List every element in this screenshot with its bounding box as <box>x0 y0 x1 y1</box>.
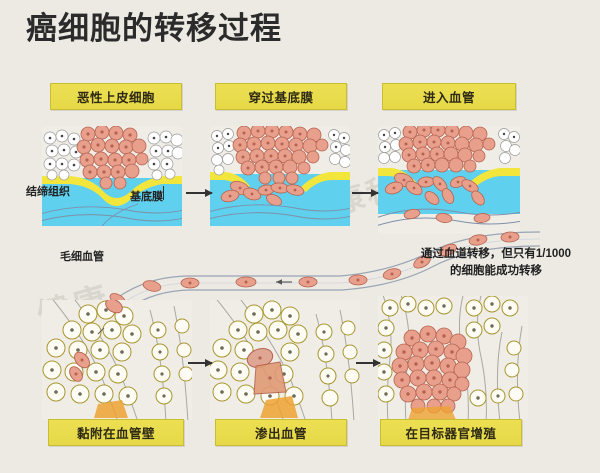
step-penetrate-basement-membrane[interactable]: 穿过基底膜 <box>215 83 347 110</box>
page-title: 癌细胞的转移过程 <box>26 11 282 46</box>
panel-proliferate-target-organ <box>378 296 528 420</box>
arrow-right-icon <box>186 189 213 197</box>
basement-membrane-leader-line <box>163 186 164 200</box>
panel-malignant-epithelial-cells <box>42 126 182 226</box>
panel-circulating-tumor-cells <box>40 226 560 316</box>
panel-enter-blood-vessel <box>378 126 520 234</box>
label-basement-membrane: 基底膜 <box>130 191 163 203</box>
arrow-right-icon <box>352 189 379 197</box>
panel-extravasate-vessel <box>210 300 360 420</box>
step-malignant-epithelial-cells[interactable]: 恶性上皮细胞 <box>50 83 182 110</box>
arrow-right-icon <box>356 359 381 367</box>
note-bloodstream-metastasis: 通过血道转移，但只有1/1000的细胞能成功转移 <box>420 248 572 277</box>
step-extravasate-vessel[interactable]: 渗出血管 <box>215 419 347 446</box>
panel-penetrate-basement-membrane <box>210 126 350 226</box>
step-adhere-vessel-wall[interactable]: 黏附在血管壁 <box>48 419 184 446</box>
step-enter-blood-vessel[interactable]: 进入血管 <box>382 83 516 110</box>
label-capillary: 毛细血管 <box>60 251 104 263</box>
step-proliferate-target-organ[interactable]: 在目标器官增殖 <box>380 419 522 446</box>
panel-adhere-vessel-wall <box>42 300 192 420</box>
arrow-right-icon <box>188 359 213 367</box>
label-connective-tissue: 结缔组织 <box>26 186 70 198</box>
